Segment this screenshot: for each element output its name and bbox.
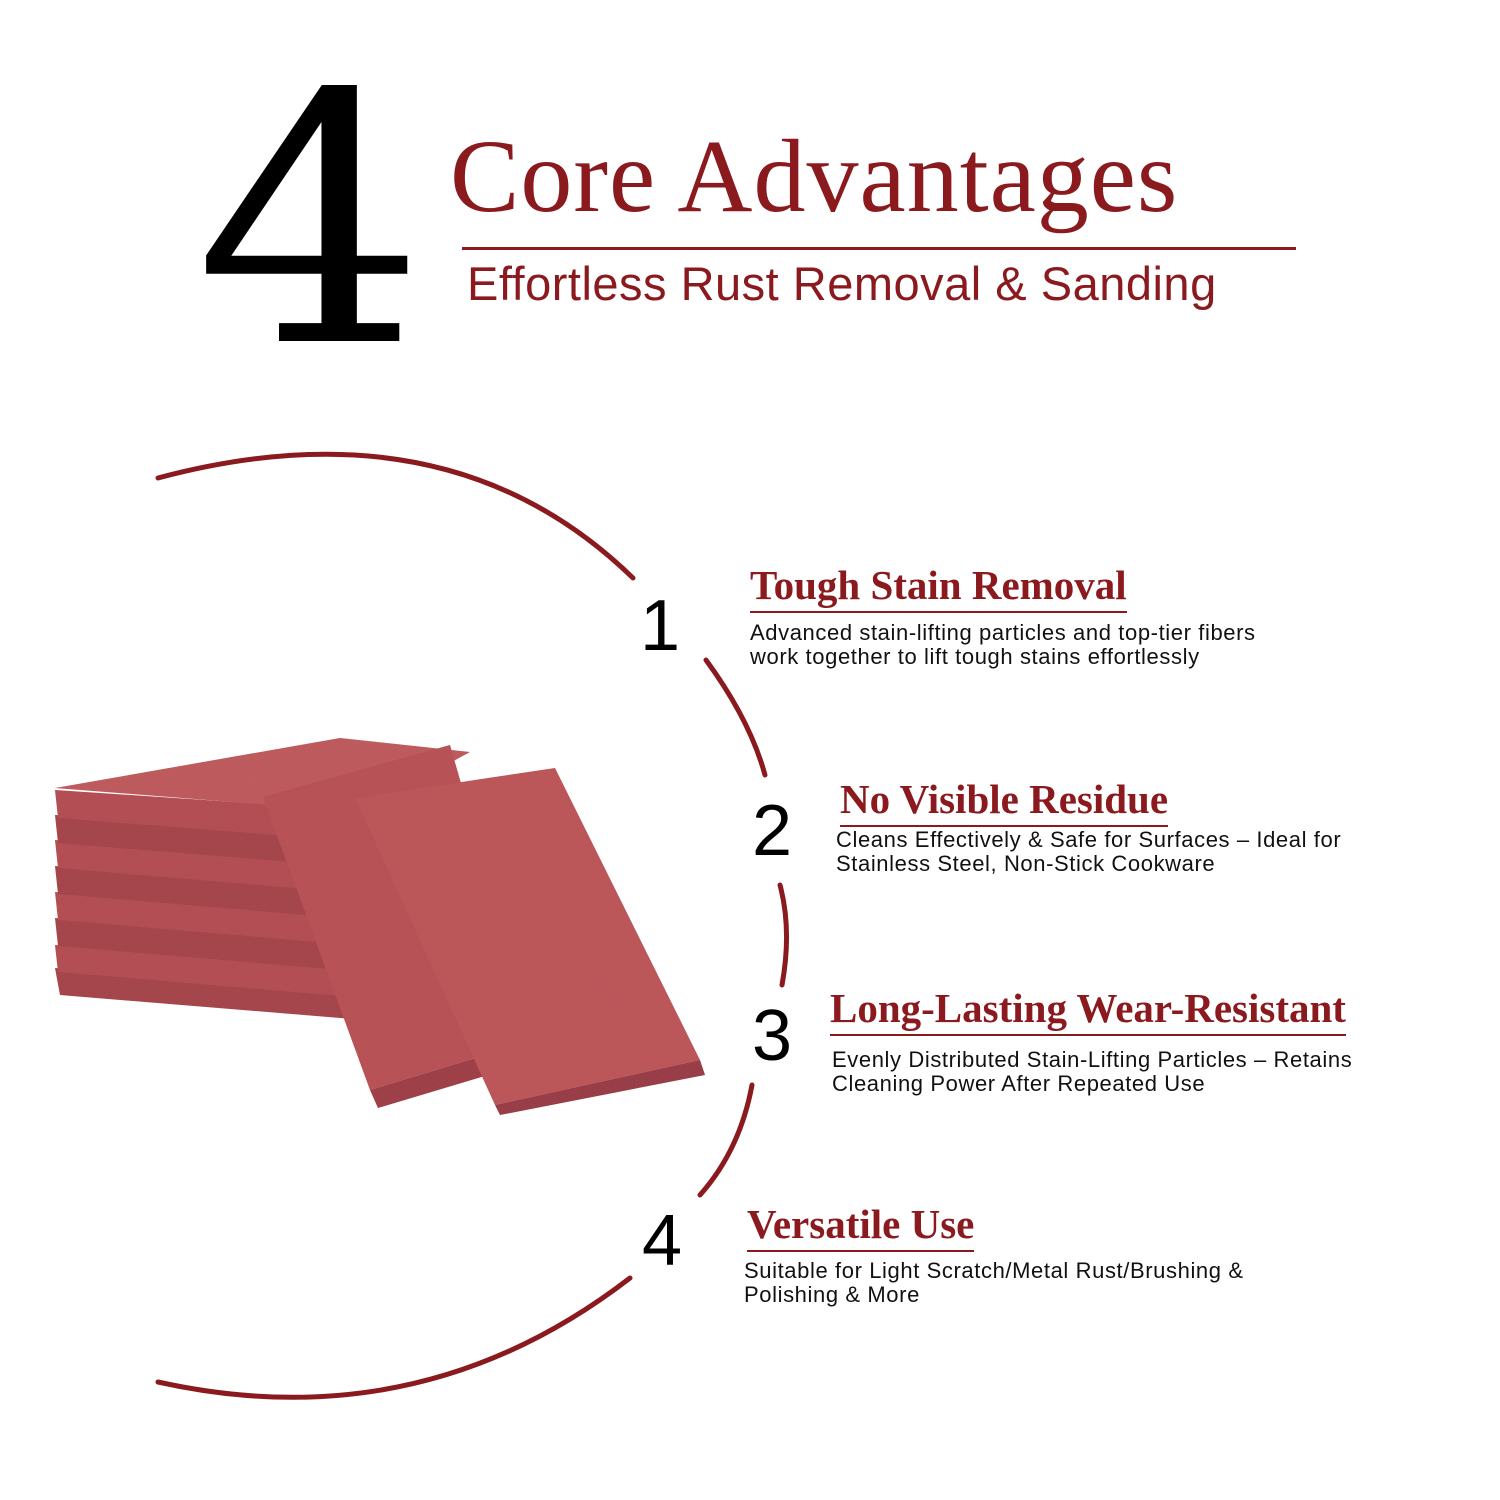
feature-desc-4-line-1: Suitable for Light Scratch/Metal Rust/Br… [744,1258,1244,1283]
feature-title-2: No Visible Residue [840,779,1169,827]
feature-number-4: 4 [642,1201,683,1281]
headline-title: Core Advantages [450,119,1179,234]
feature-desc-3-line-1: Evenly Distributed Stain-Lifting Particl… [832,1047,1353,1072]
feature-desc-3-line-2: Cleaning Power After Repeated Use [832,1071,1206,1096]
feature-number-2: 2 [752,791,793,871]
feature-desc-2: Cleans Effectively & Safe for Surfaces –… [836,828,1500,876]
feature-desc-1-line-1: Advanced stain-lifting particles and top… [750,620,1256,645]
headline-number: 4 [195,22,426,423]
title-underline [462,247,1296,250]
feature-number-3: 3 [752,996,793,1076]
decorative-arc [155,451,790,1400]
feature-desc-3: Evenly Distributed Stain-Lifting Particl… [832,1048,1500,1096]
headline-subtitle: Effortless Rust Removal & Sanding [467,257,1217,310]
feature-desc-4-line-2: Polishing & More [744,1282,920,1307]
feature-desc-1: Advanced stain-lifting particles and top… [750,621,1450,669]
feature-title-3: Long-Lasting Wear-Resistant [830,988,1346,1036]
feature-title-4: Versatile Use [747,1204,975,1252]
pad-stack [55,738,470,1020]
feature-desc-2-line-1: Cleans Effectively & Safe for Surfaces –… [836,827,1342,852]
leaning-pad-front [355,768,705,1115]
feature-desc-4: Suitable for Light Scratch/Metal Rust/Br… [744,1259,1444,1307]
feature-title-1: Tough Stain Removal [750,565,1127,613]
feature-desc-1-line-2: work together to lift tough stains effor… [750,644,1200,669]
feature-number-1: 1 [640,586,681,666]
feature-desc-2-line-2: Stainless Steel, Non-Stick Cookware [836,851,1216,876]
